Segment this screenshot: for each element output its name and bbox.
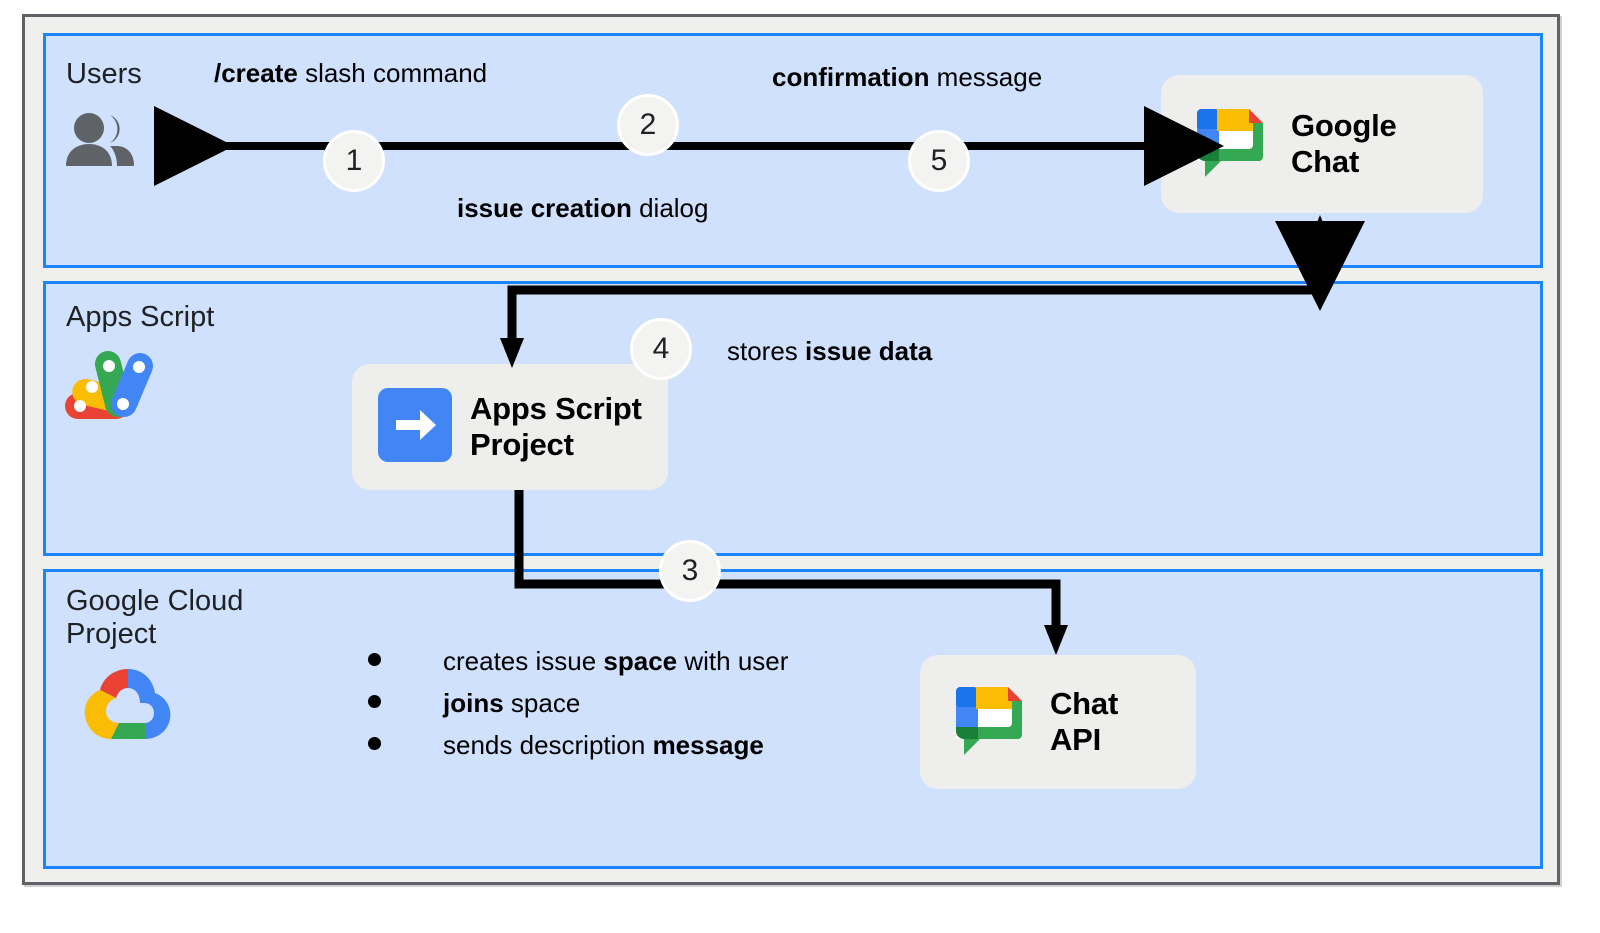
lane-google-cloud (43, 569, 1543, 869)
edge-label-issue-dialog-bold: issue creation (457, 193, 632, 223)
bullet-1-post: space (503, 688, 581, 718)
apps-script-logo-icon (62, 340, 162, 422)
bullet-1-bold: joins (443, 688, 504, 718)
apps-script-project-icon (378, 387, 452, 467)
bullet-2-pre: sends description (443, 730, 653, 760)
cloud-actions-list: creates issue space with user joins spac… (368, 640, 788, 766)
google-chat-icon (946, 677, 1032, 768)
edge-label-slash-command-bold: /create (214, 58, 298, 88)
step-badge-3: 3 (659, 540, 721, 602)
users-icon (62, 112, 140, 170)
lane-apps-script (43, 281, 1543, 556)
node-chat-api[interactable]: Chat API (920, 655, 1196, 789)
list-item: creates issue space with user (368, 640, 788, 682)
bullet-dot-icon (368, 695, 381, 708)
node-apps-script-project[interactable]: Apps Script Project (352, 364, 668, 490)
edge-label-confirmation-bold: confirmation (772, 62, 930, 92)
google-cloud-logo-icon (80, 665, 176, 743)
edge-label-slash-command: /create slash command (214, 58, 487, 88)
edge-label-confirmation-rest: message (929, 62, 1043, 92)
lane-title-users: Users (66, 58, 142, 90)
lane-title-apps-script: Apps Script (66, 301, 215, 333)
step-badge-2: 2 (617, 94, 679, 156)
node-google-chat[interactable]: Google Chat (1161, 75, 1483, 213)
bullet-dot-icon (368, 653, 381, 666)
bullet-2-bold: message (652, 730, 764, 760)
edge-label-issue-dialog-rest: dialog (631, 193, 709, 223)
bullet-0-post: with user (677, 646, 789, 676)
edge-label-issue-dialog: issue creation dialog (457, 193, 708, 223)
bullet-dot-icon (368, 737, 381, 750)
edge-label-stores-issue-data-bold: issue data (805, 336, 933, 366)
google-chat-icon (1187, 99, 1273, 190)
bullet-0-bold: space (603, 646, 678, 676)
step-badge-5: 5 (908, 130, 970, 192)
edge-label-confirmation: confirmation message (772, 62, 1042, 92)
node-apps-script-project-label: Apps Script Project (470, 391, 642, 462)
list-item: sends description message (368, 724, 788, 766)
edge-label-stores-issue-data: stores issue data (727, 336, 932, 366)
node-chat-api-label: Chat API (1050, 686, 1119, 757)
step-badge-4: 4 (630, 318, 692, 380)
edge-label-stores-issue-data-rest: stores (727, 336, 806, 366)
lane-title-google-cloud: Google Cloud Project (66, 585, 244, 650)
edge-label-slash-command-rest: slash command (297, 58, 488, 88)
list-item: joins space (368, 682, 788, 724)
step-badge-1: 1 (323, 130, 385, 192)
bullet-0-pre: creates issue (443, 646, 604, 676)
node-google-chat-label: Google Chat (1291, 108, 1397, 179)
